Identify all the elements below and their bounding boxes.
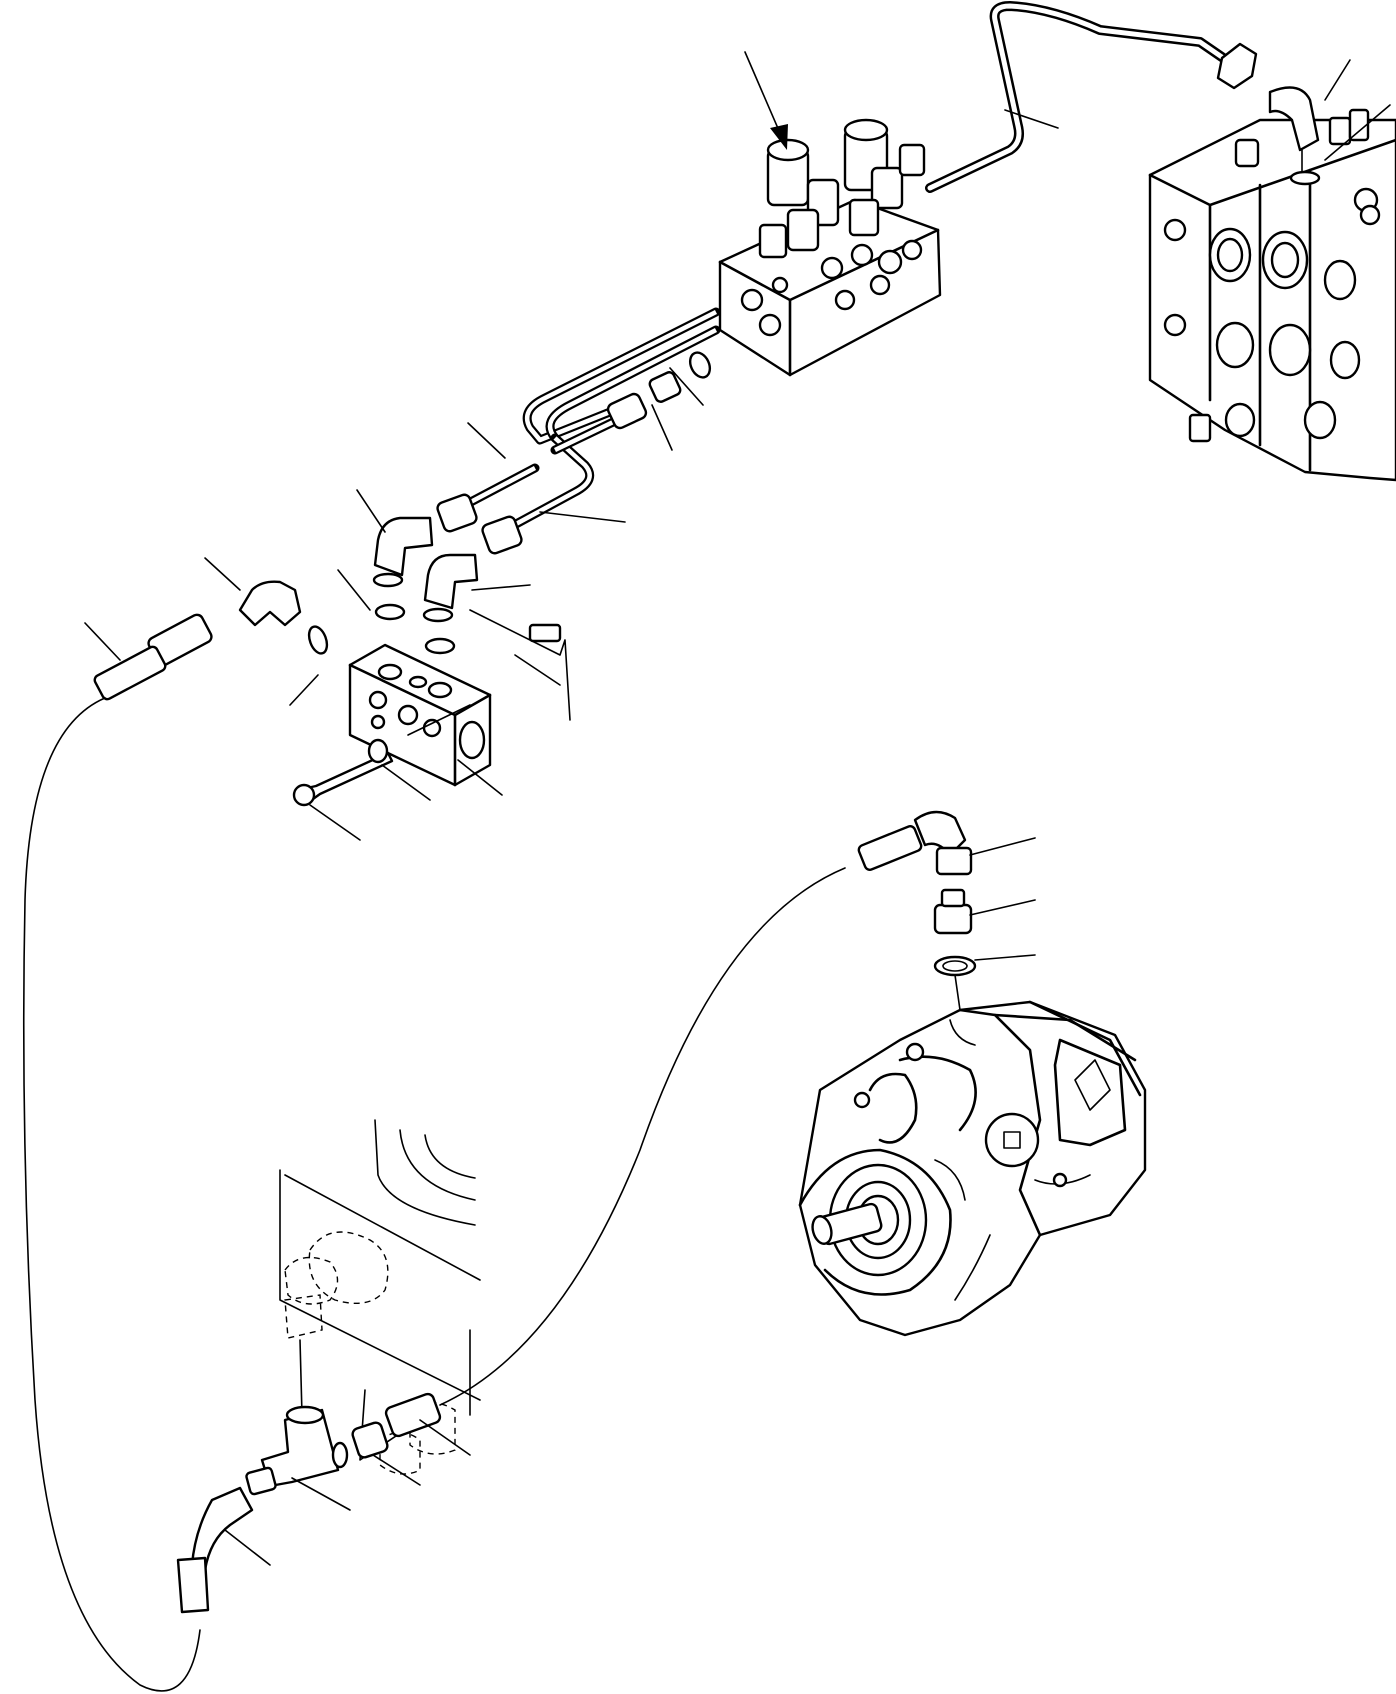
pointer-arrow bbox=[744, 51, 788, 150]
junction-block bbox=[289, 609, 571, 841]
pipe-to-main-valve bbox=[925, 1, 1258, 193]
solenoid-valve-block bbox=[718, 118, 942, 377]
left-hose bbox=[22, 557, 329, 1692]
tubes-to-junction-block bbox=[436, 307, 721, 555]
tee-fitting bbox=[176, 1339, 471, 1614]
elbow-fittings bbox=[337, 489, 531, 655]
right-hose bbox=[439, 810, 1036, 1406]
main-control-valve bbox=[1148, 59, 1396, 482]
hydraulic-pump bbox=[798, 1000, 1147, 1337]
